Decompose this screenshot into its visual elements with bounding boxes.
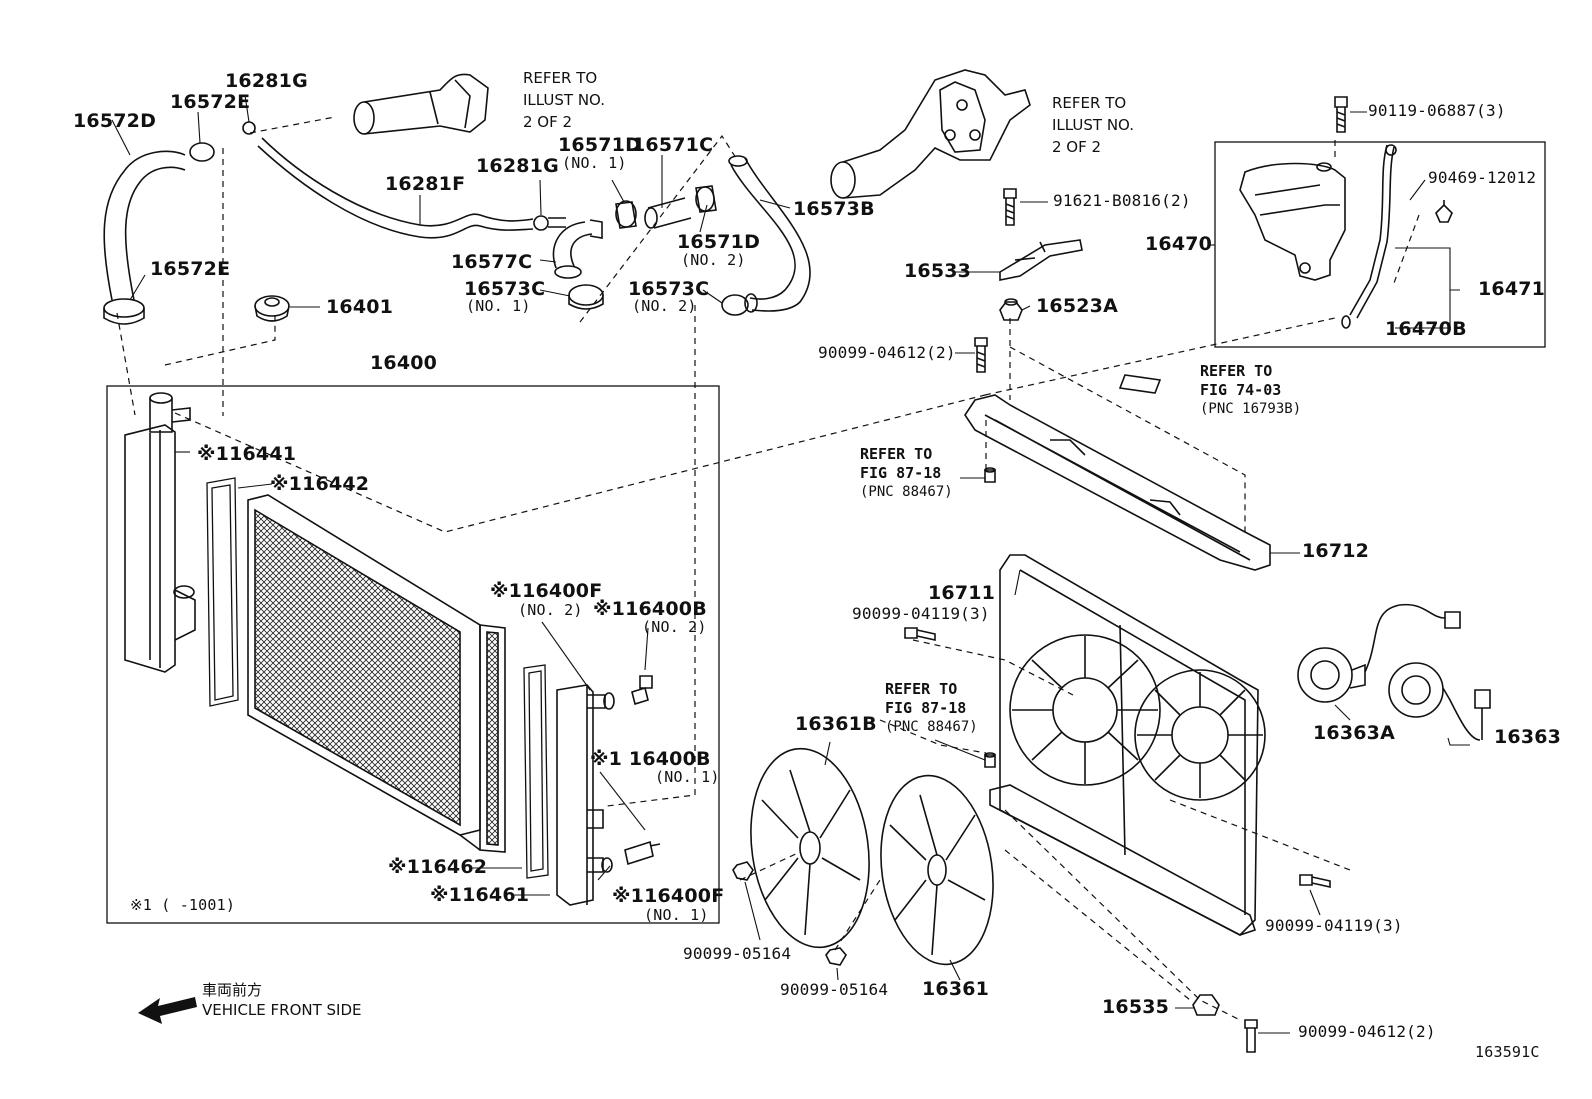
nut-90099-05164-a (732, 861, 754, 881)
label-16711: 16711 (928, 582, 996, 604)
radiator-group-frame (106, 385, 720, 924)
label-16281F: 16281F (385, 173, 466, 195)
label-16573B: 16573B (793, 198, 875, 220)
label-90119-06887: 90119-06887(3) (1368, 101, 1506, 120)
label-90099-04612-top: 90099-04612(2) (818, 343, 956, 362)
front-arrow-icon (138, 997, 197, 1024)
label-16571D-no1: 16571D (558, 134, 642, 156)
note-serial-range: ※1 ( -1001) (130, 896, 236, 914)
label-16573C-no1: 16573C (464, 278, 546, 300)
reservoir-hose-16471 (1341, 144, 1397, 329)
label-16470B: 16470B (1385, 318, 1467, 340)
label-16361B: 16361B (795, 713, 877, 735)
label-16363: 16363 (1494, 726, 1562, 748)
radiator-cap (254, 295, 290, 322)
label-90099-04119-lower: 90099-04119(3) (1265, 916, 1403, 935)
fan-motor-16363 (1388, 662, 1491, 741)
upper-hose-16572D (103, 150, 186, 301)
bolt-90099-04119-a (904, 627, 936, 641)
nut-refer-fig87-lower (984, 752, 996, 768)
label-16712: 16712 (1302, 540, 1370, 562)
label-16361: 16361 (922, 978, 990, 1000)
label-16573C-no2: 16573C (628, 278, 710, 300)
label-16461: ※116461 (430, 884, 530, 906)
label-16533: 16533 (904, 260, 972, 282)
bolt-91621 (1003, 188, 1017, 226)
label-16400B-no1-sub: (NO. 1) (655, 768, 720, 786)
label-16281G-left: 16281G (225, 70, 308, 92)
reservoir-tank-16470 (1239, 162, 1346, 281)
label-16572E-lower: 16572E (150, 258, 231, 280)
label-90099-04612-bottom: 90099-04612(2) (1298, 1022, 1436, 1041)
label-16470: 16470 (1145, 233, 1213, 255)
label-91621-B0816: 91621-B0816(2) (1053, 191, 1191, 210)
label-16462: ※116462 (388, 856, 488, 878)
label-16400B-no2: ※116400B (593, 598, 707, 620)
label-16400B-no2-sub: (NO. 2) (642, 618, 707, 636)
cushion-16523A (999, 298, 1023, 321)
label-16571C: 16571C (632, 134, 714, 156)
label-90469-12012: 90469-12012 (1428, 168, 1537, 187)
clip-90469 (1435, 200, 1453, 223)
nut-refer-fig87-upper (984, 467, 996, 483)
label-16401: 16401 (326, 296, 394, 318)
label-16535: 16535 (1102, 996, 1170, 1018)
water-outlet-housing (830, 69, 1031, 199)
label-16442: ※116442 (270, 473, 370, 495)
label-16572E-upper: 16572E (170, 91, 251, 113)
label-16571D-no2: 16571D (677, 231, 761, 253)
fan-16361 (880, 774, 994, 966)
label-16573C-no1-sub: (NO. 1) (466, 297, 531, 315)
radiator-tank-16441 (124, 392, 196, 673)
fan-16361B (750, 747, 870, 949)
fan-shroud-16711 (989, 554, 1266, 936)
label-16471: 16471 (1478, 278, 1546, 300)
label-16400F-no1-sub: (NO. 1) (644, 906, 709, 924)
label-90099-05164-left: 90099-05164 (683, 944, 792, 963)
label-16572D: 16572D (73, 110, 157, 132)
bolt-90099-04119-b (1299, 874, 1331, 888)
label-16400F-no2-sub: (NO. 2) (518, 601, 583, 619)
diagram-code: 163591C (1475, 1043, 1540, 1061)
label-16523A: 16523A (1036, 295, 1119, 317)
label-16577C: 16577C (451, 251, 533, 273)
label-16573C-no2-sub: (NO. 2) (632, 297, 697, 315)
label-16400F-no2: ※116400F (490, 580, 603, 602)
label-16363A: 16363A (1313, 722, 1396, 744)
label-16281G-right: 16281G (476, 155, 559, 177)
water-inlet-pipe (353, 73, 489, 135)
gasket-16442 (206, 477, 239, 707)
bolt-90099-04612-bottom (1244, 1019, 1258, 1053)
label-90099-05164-right: 90099-05164 (780, 980, 889, 999)
bracket-16533 (999, 239, 1083, 281)
bolt-90099-04612-top (974, 337, 988, 373)
fan-motor-16363A (1297, 603, 1461, 703)
label-16441: ※116441 (197, 443, 297, 465)
front-side-note: 車両前方 VEHICLE FRONT SIDE (202, 981, 362, 1019)
label-16400F-no1: ※116400F (612, 885, 725, 907)
label-16571D-no1-sub: (NO. 1) (562, 154, 627, 172)
label-16400: 16400 (370, 352, 438, 374)
label-16400B-no1: ※1 16400B (590, 748, 711, 770)
upper-support-16712 (964, 394, 1271, 571)
bolt-90119 (1334, 96, 1348, 133)
cushion-16535 (1192, 994, 1220, 1016)
radiator-core (247, 494, 506, 853)
nut-90099-05164-b (825, 947, 847, 966)
label-16571D-no2-sub: (NO. 2) (681, 251, 746, 269)
label-90099-04119-upper: 90099-04119(3) (852, 604, 990, 623)
gasket-16462 (523, 664, 549, 879)
